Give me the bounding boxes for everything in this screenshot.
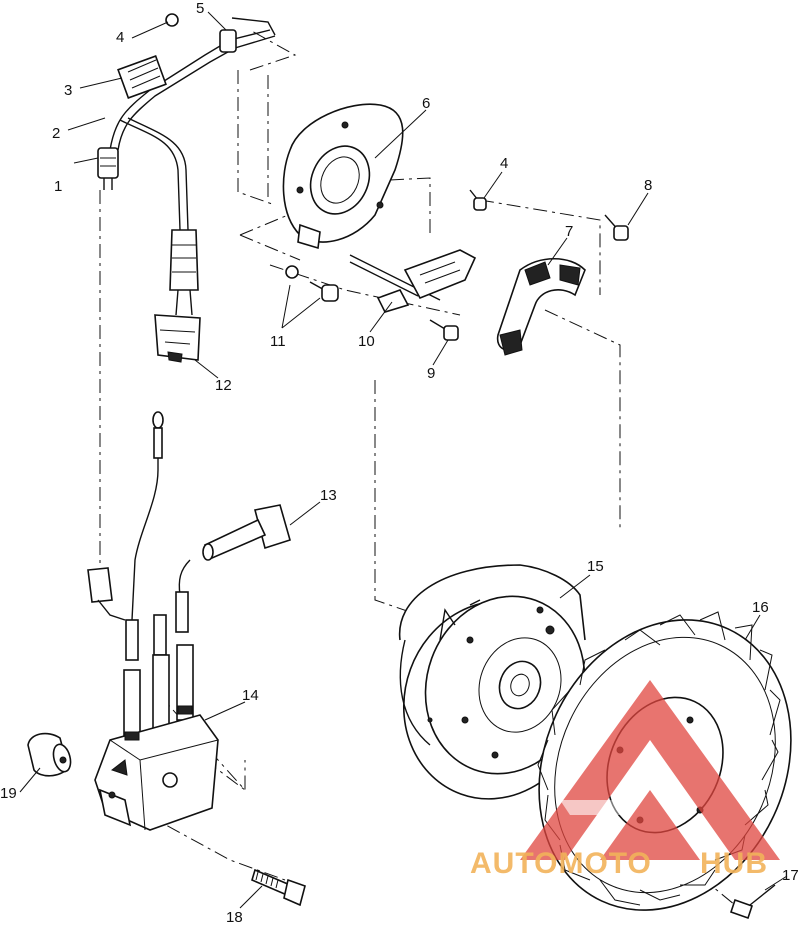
callout-4b: 4 [500,155,508,172]
callout-3: 3 [64,82,72,99]
coil-bolt [251,868,306,907]
callout-15: 15 [587,558,604,575]
watermark-text-a: AUTOMOTO [470,847,652,880]
callout-10: 10 [358,333,375,350]
watermark-logo [520,680,780,860]
stator-plate [282,103,404,250]
callout-13: 13 [320,487,337,504]
leader-lines [19,11,788,909]
callout-11: 11 [270,333,286,350]
callout-19: 19 [0,785,17,802]
callout-1: 1 [54,178,62,195]
callout-5: 5 [196,0,204,17]
wire-harness [97,13,276,363]
spark-plug-cap [87,411,291,661]
callout-2: 2 [52,125,60,142]
flywheel [398,564,588,800]
callout-16: 16 [752,599,769,616]
callout-17: 17 [782,867,799,884]
rubber-plug [27,732,72,777]
callout-18: 18 [226,909,243,926]
callout-8: 8 [644,177,652,194]
watermark-text-b: HUB [700,847,768,880]
bolts-upper [285,189,629,341]
fan-bolt [729,884,776,920]
callout-9: 9 [427,365,435,382]
callout-6: 6 [422,95,430,112]
callout-7: 7 [565,223,573,240]
ignition-coil [94,644,219,831]
callout-12: 12 [215,377,232,394]
pulser-assembly [349,249,586,356]
callout-14: 14 [242,687,259,704]
callout-4a: 4 [116,29,124,46]
